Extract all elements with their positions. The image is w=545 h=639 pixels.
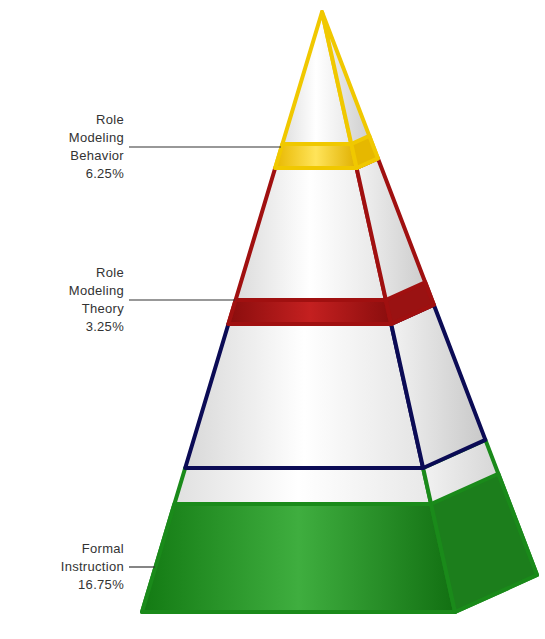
pyramid-label: Role Modeling Theory 3.25%: [54, 264, 124, 336]
pyramid-band: [228, 300, 391, 324]
pyramid-band: [275, 144, 356, 168]
pyramid-band: [386, 282, 434, 324]
pyramid-face: [185, 324, 423, 468]
pyramid-band: [351, 136, 378, 168]
leader-line: [129, 146, 281, 147]
pyramid-band: [142, 504, 455, 612]
pyramid-label: Role Modeling Behavior 6.25%: [54, 111, 124, 183]
pyramid-label: Formal Instruction 16.75%: [54, 540, 124, 594]
pyramid-face: [391, 305, 485, 468]
pyramid-face: [142, 468, 455, 612]
pyramid-band: [431, 474, 537, 612]
leader-line: [129, 566, 155, 567]
leader-line: [129, 299, 235, 300]
